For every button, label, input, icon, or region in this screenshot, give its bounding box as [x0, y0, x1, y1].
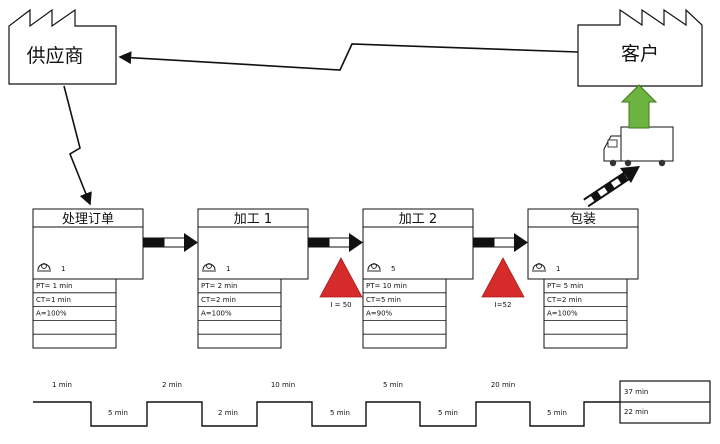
supplier-to-order-info-flow [63, 85, 92, 206]
process-box [527, 208, 639, 280]
inventory-label: I = 50 [330, 301, 351, 309]
customer-label: 客户 [621, 43, 659, 65]
supplier-factory-icon [8, 8, 117, 85]
supplier-label: 供应商 [26, 45, 83, 67]
operator-icon [532, 263, 546, 272]
timeline-process-time: 2 min [218, 409, 238, 417]
process-name: 处理订单 [62, 212, 114, 227]
timeline-process-time: 5 min [547, 409, 567, 417]
push-arrows [142, 233, 528, 252]
process-box [362, 208, 474, 280]
timeline-value-time: 20 min [491, 381, 515, 389]
timeline-value-time: 5 min [383, 381, 403, 389]
shipping-push-arrow [583, 166, 640, 208]
process-name: 加工 2 [399, 212, 437, 227]
process-data-cell: PT= 5 min [547, 282, 583, 290]
operator-count: 1 [556, 265, 560, 273]
timeline-process-time: 5 min [330, 409, 350, 417]
total-lead-time: 37 min [624, 388, 648, 396]
process-data-cell: PT= 10 min [366, 282, 407, 290]
process-name: 加工 1 [234, 212, 272, 227]
push-arrow-1 [142, 233, 198, 252]
timeline-process-time: 5 min [108, 409, 128, 417]
timeline-value-time: 1 min [52, 381, 72, 389]
process-data-cell: A=90% [366, 310, 393, 318]
inventory-triangle-icon [481, 257, 525, 298]
timeline-value-time: 10 min [271, 381, 295, 389]
push-arrow-2 [307, 233, 363, 252]
operator-count: 1 [226, 265, 230, 273]
operator-count: 1 [61, 265, 65, 273]
timeline-path [33, 401, 620, 427]
process-data-cell: CT=5 min [366, 296, 401, 304]
process-box [197, 208, 309, 280]
process-name: 包装 [570, 212, 596, 227]
process-data-cell: A=100% [547, 310, 578, 318]
process-data-cell: CT=2 min [201, 296, 236, 304]
operator-icon [367, 263, 381, 272]
operator-icon [202, 263, 216, 272]
process-box [32, 208, 144, 280]
timeline-value-time: 2 min [162, 381, 182, 389]
timeline-process-time: 5 min [438, 409, 458, 417]
inventory-triangles: I = 50 I=52 [319, 257, 525, 309]
customer-to-supplier-info-flow [118, 43, 579, 71]
inventory-triangle-icon [319, 257, 363, 298]
customer-factory-icon [577, 8, 703, 87]
customer-factory: 客户 [577, 8, 703, 87]
process-data-cell: A=100% [201, 310, 232, 318]
operator-icon [37, 263, 51, 272]
process-data-cell: CT=1 min [36, 296, 71, 304]
timeline-totals: 37 min 22 min [619, 380, 711, 424]
supplier-factory: 供应商 [8, 8, 117, 85]
process-data-cell: A=100% [36, 310, 67, 318]
push-arrow-3 [472, 233, 528, 252]
operator-count: 5 [391, 265, 395, 273]
shipment-arrow-icon [620, 84, 658, 129]
total-process-time: 22 min [624, 408, 648, 416]
truck-icon [603, 126, 674, 167]
inventory-2: I=52 [481, 257, 525, 309]
inventory-1: I = 50 [319, 257, 363, 309]
process-data-cell: PT= 1 min [36, 282, 72, 290]
process-data-cell: PT= 2 min [201, 282, 237, 290]
process-data-cell: CT=2 min [547, 296, 582, 304]
inventory-label: I=52 [495, 301, 512, 309]
timeline: 1 min 2 min 10 min 5 min 20 min 5 min 2 min 5 m… [33, 380, 711, 427]
